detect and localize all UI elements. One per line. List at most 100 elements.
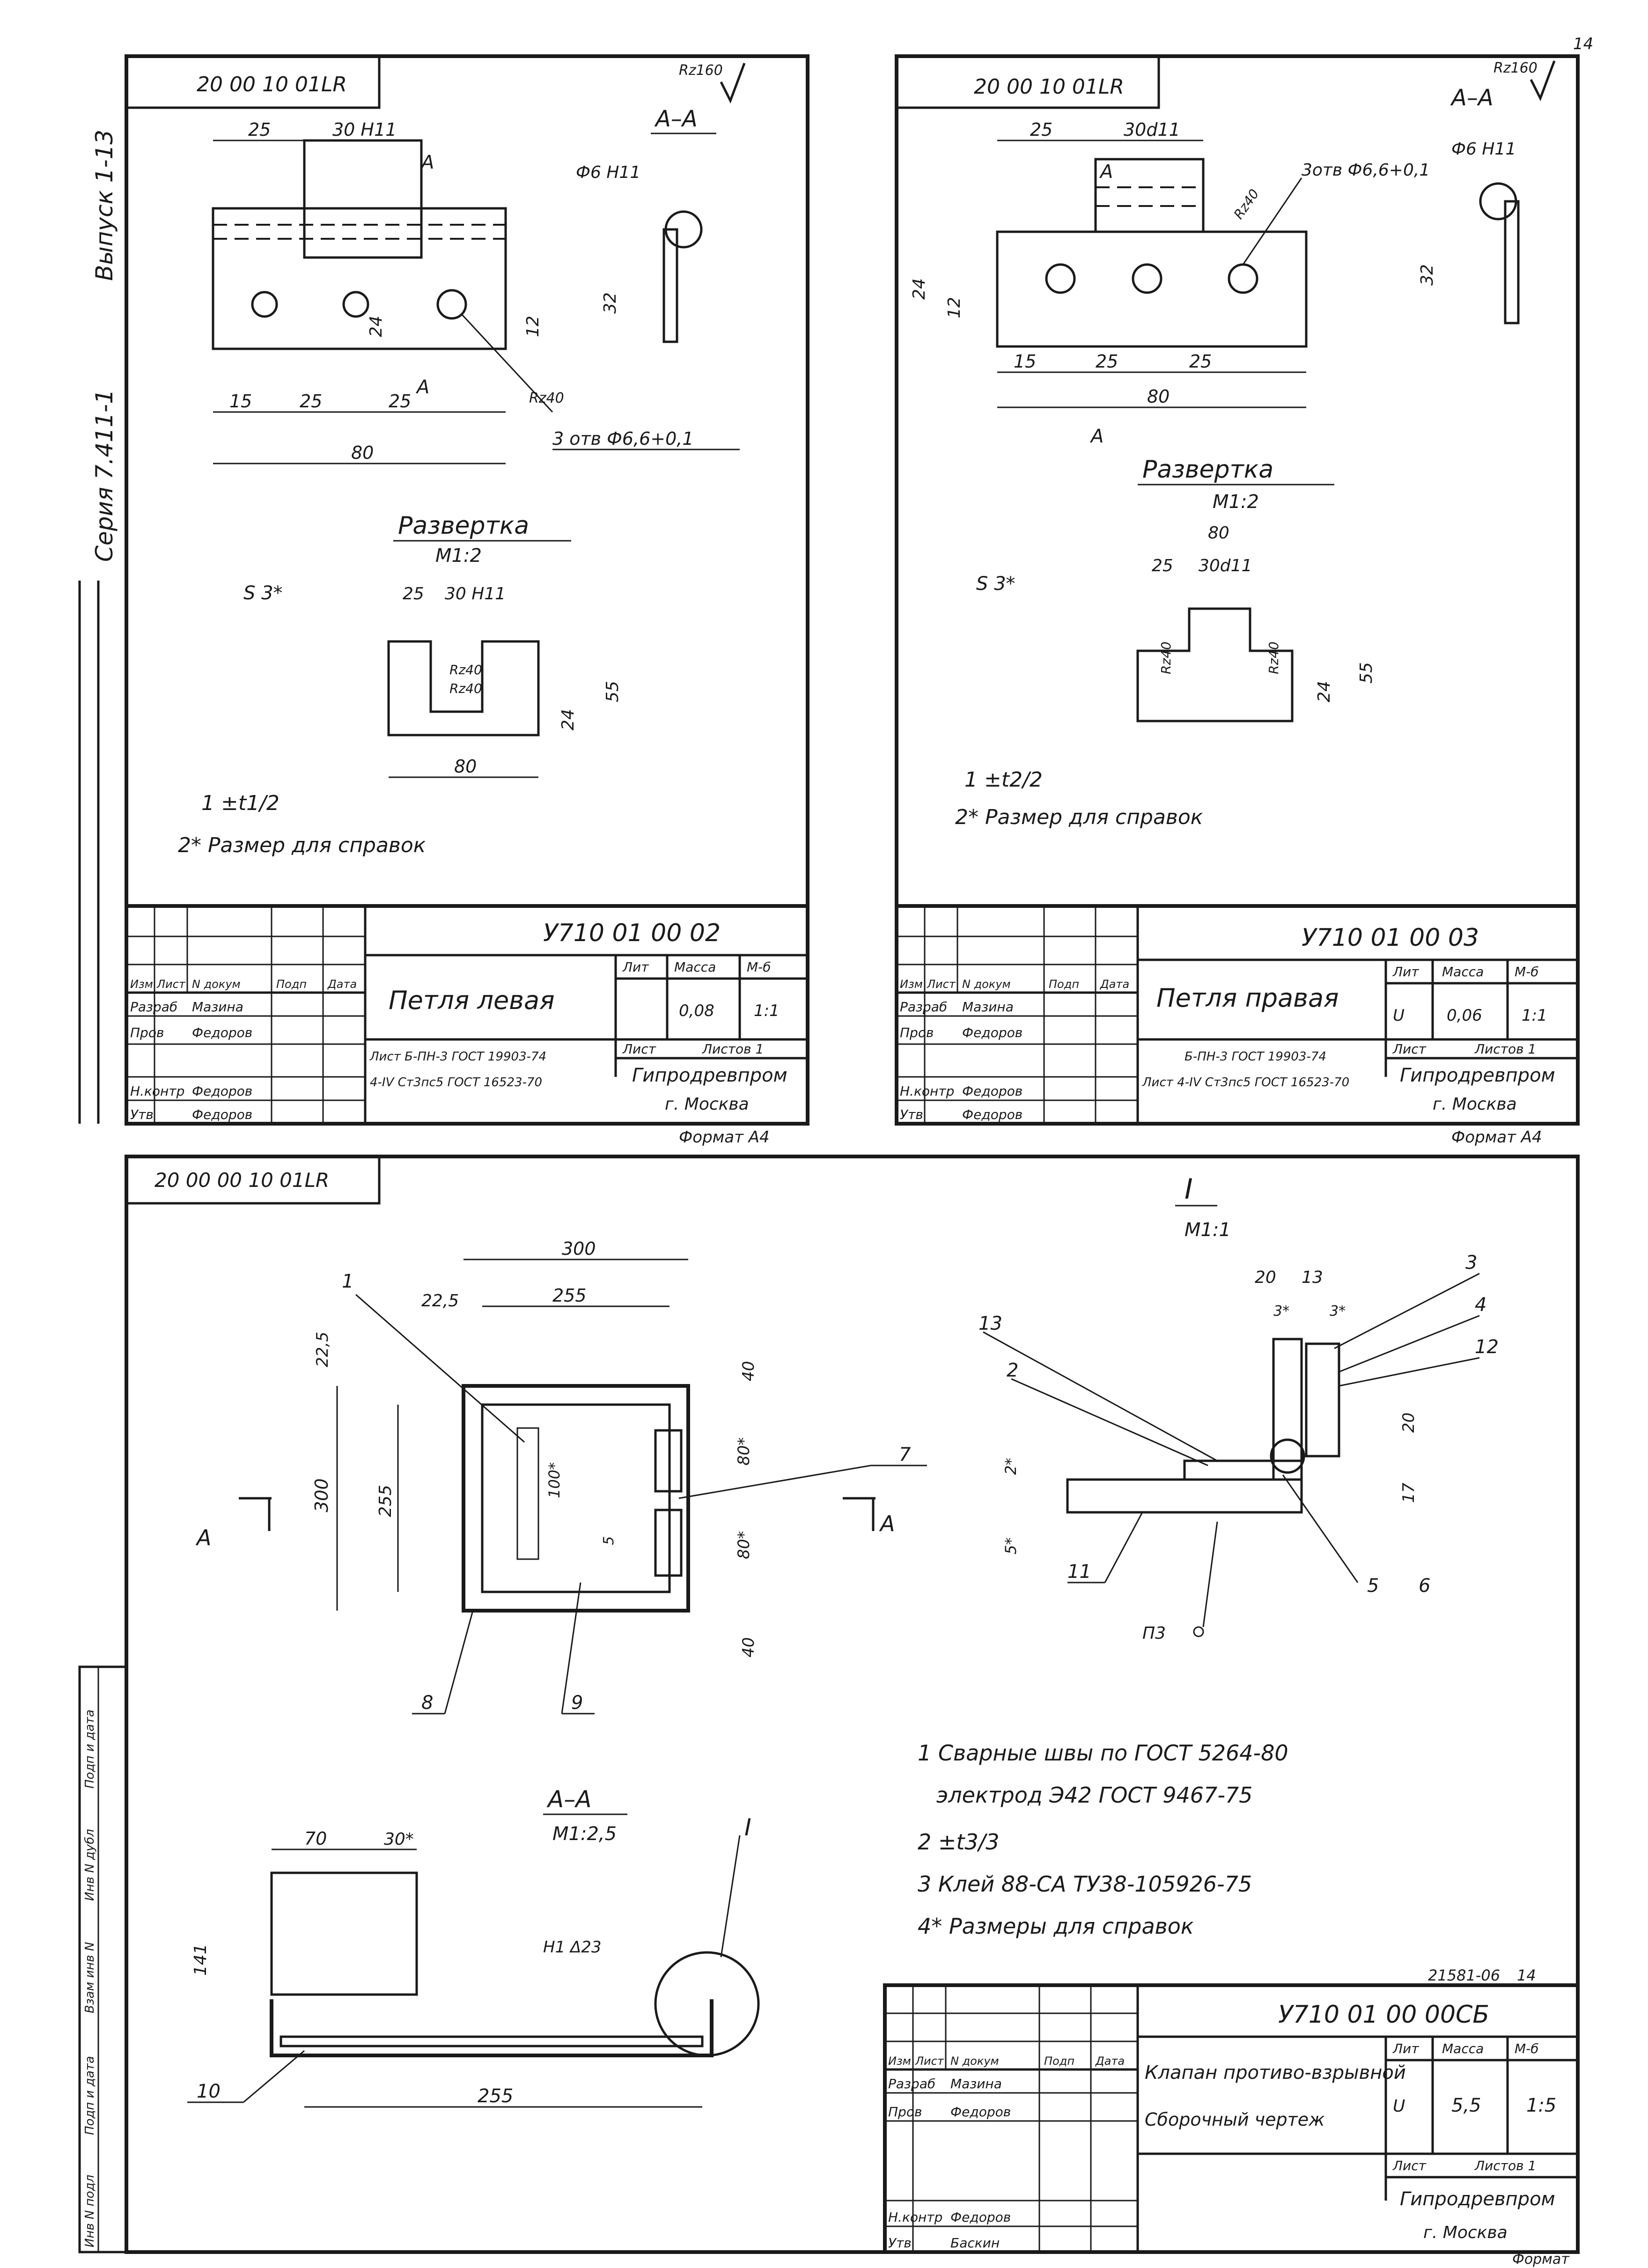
sheet-2-format: Формат А4: [1451, 1128, 1542, 1147]
dim-25c: 25: [389, 391, 411, 412]
svg-text:Подп: Подп: [276, 978, 307, 991]
razv-rz40a: Rz40: [1158, 641, 1174, 674]
plan-dim-40b: 40: [739, 1637, 758, 1657]
svg-text:Пров: Пров: [888, 2104, 922, 2120]
razv-dim-25: 25: [403, 584, 424, 604]
sheet-1: 20 00 10 01LR Rz160 Выпуск 1-13 Серия 7.…: [78, 54, 809, 1147]
detail-dim-3a: 3*: [1273, 1303, 1289, 1319]
note-2: 2* Размер для справок: [178, 833, 426, 857]
dim-25: 25: [248, 119, 271, 140]
note-4: 4* Размеры для справок: [918, 1914, 1194, 1939]
plan-dim-300v: 300: [311, 1478, 332, 1512]
razv-dim-80: 80: [1208, 523, 1229, 543]
note-1: 1 ±t2/2: [964, 768, 1043, 792]
sheet-3-code: 20 00 00 10 01LR: [154, 1169, 329, 1192]
section-plate: [1504, 200, 1520, 324]
dim-30: 30 H11: [332, 119, 397, 140]
svg-text:Федоров: Федоров: [962, 1083, 1023, 1099]
razvertka-scale: M1:2: [1213, 491, 1259, 513]
sheet-1-title-name: Петля левая: [389, 986, 555, 1015]
svg-text:М-б: М-б: [1515, 2041, 1539, 2056]
detail-dim-20: 20: [1255, 1268, 1276, 1287]
dim-12: 12: [523, 316, 543, 337]
svg-text:Федоров: Федоров: [192, 1107, 252, 1122]
sheet-2-roughness: Rz160: [1494, 60, 1538, 76]
sheet-2-mass: 0,06: [1447, 1006, 1482, 1025]
sheet-1-material-1: Лист Б-ПН-3 ГОСТ 19903-74: [369, 1050, 546, 1064]
sheet-2-page-num: 14: [1573, 35, 1593, 53]
plan-dim-80b: 80*: [735, 1531, 753, 1559]
note-1b: электрод Э42 ГОСТ 9467-75: [936, 1782, 1252, 1808]
plan-dim-80a: 80*: [735, 1437, 753, 1465]
svg-text:Федоров: Федоров: [192, 1083, 252, 1099]
section-label: А–А: [654, 106, 698, 132]
razv-rz40b: Rz40: [449, 681, 482, 696]
sheet-2-code-box: [895, 55, 1160, 109]
svg-text:Масса: Масса: [674, 959, 716, 975]
sheet-3-lit-value: U: [1393, 2097, 1405, 2116]
hole-3: [1228, 263, 1258, 294]
sheet-1-material-2: 4-IV Ст3пс5 ГОСТ 16523-70: [370, 1075, 542, 1090]
section-dim-70: 70: [304, 1828, 327, 1849]
dim-12: 12: [945, 297, 964, 318]
svg-text:Листов 1: Листов 1: [702, 1041, 764, 1057]
plan-dim-300: 300: [562, 1238, 596, 1259]
s3-label: S 3*: [243, 582, 283, 604]
svg-text:Пров: Пров: [900, 1025, 934, 1040]
sheet-3-doc-num: 21581-06: [1428, 1966, 1500, 1984]
svg-text:Лит: Лит: [622, 959, 649, 975]
detail-dim-5: 5*: [1002, 1538, 1020, 1554]
razv-dim-55: 55: [603, 681, 622, 702]
dim-30: 30d11: [1124, 119, 1180, 140]
dim-80: 80: [1147, 386, 1170, 407]
section-a-left: А: [195, 1525, 211, 1550]
dim-holes: 3отв Ф6,6+0,1: [1302, 161, 1430, 180]
detail-weld: П3: [1142, 1624, 1166, 1643]
svg-text:Мазина: Мазина: [962, 999, 1014, 1015]
svg-text:Лист: Лист: [927, 978, 956, 991]
svg-text:Листов 1: Листов 1: [1474, 2158, 1536, 2173]
section-arrow-top: А: [420, 152, 434, 173]
svg-text:Утв: Утв: [888, 2235, 912, 2251]
sheet-3-page-num: 14: [1517, 1966, 1536, 1984]
svg-text:Лит: Лит: [1392, 2041, 1419, 2056]
svg-text:Разраб: Разраб: [888, 2076, 935, 2091]
section-detail-ref: I: [744, 1814, 751, 1841]
dim-15: 15: [229, 391, 252, 412]
svg-text:Лист: Лист: [622, 1041, 656, 1057]
callout-9: 9: [571, 1692, 583, 1714]
sheet-1-org: Гипродревпром: [632, 1065, 787, 1086]
dim-25: 25: [1030, 119, 1052, 140]
hole-3: [436, 289, 467, 320]
sheet-2: 20 00 10 01LR 14 Rz160 25 30d11 А 24 12 …: [895, 35, 1593, 1147]
detail-dim-17: 17: [1399, 1482, 1418, 1503]
hinge-plate: [996, 230, 1308, 348]
svg-text:Н.контр: Н.контр: [130, 1083, 184, 1099]
detail-angle: [1066, 1338, 1303, 1514]
sheet-1-roughness: Rz160: [679, 62, 723, 79]
hinge-lower: [654, 1509, 683, 1577]
svg-text:Масса: Масса: [1442, 964, 1484, 979]
dim-80: 80: [351, 442, 374, 463]
plan-dim-40a: 40: [739, 1361, 758, 1381]
dim-rz40: Rz40: [529, 390, 564, 406]
note-1: 1 Сварные швы по ГОСТ 5264-80: [918, 1740, 1288, 1766]
section-a-right: А: [879, 1511, 895, 1536]
svg-text:Дата: Дата: [327, 978, 357, 991]
svg-text:Мазина: Мазина: [192, 999, 243, 1015]
razvertka-shape: [1136, 607, 1294, 722]
svg-text:Утв: Утв: [900, 1107, 923, 1122]
svg-text:Лист: Лист: [1392, 2158, 1427, 2173]
note-3: 3 Клей 88-СА ТУ38-105926-75: [918, 1871, 1252, 1897]
callout-8: 8: [421, 1692, 433, 1714]
razvertka-shape: [387, 640, 540, 736]
detail-dim-20v: 20: [1399, 1413, 1418, 1433]
svg-text:Изм: Изм: [900, 978, 923, 991]
detail-bracket: [1305, 1342, 1340, 1458]
svg-text:Лист: Лист: [156, 978, 186, 991]
svg-text:Федоров: Федоров: [962, 1025, 1023, 1040]
svg-text:Федоров: Федоров: [962, 1107, 1023, 1122]
svg-text:N докум: N докум: [950, 2054, 999, 2068]
note-2: 2* Размер для справок: [955, 805, 1203, 829]
